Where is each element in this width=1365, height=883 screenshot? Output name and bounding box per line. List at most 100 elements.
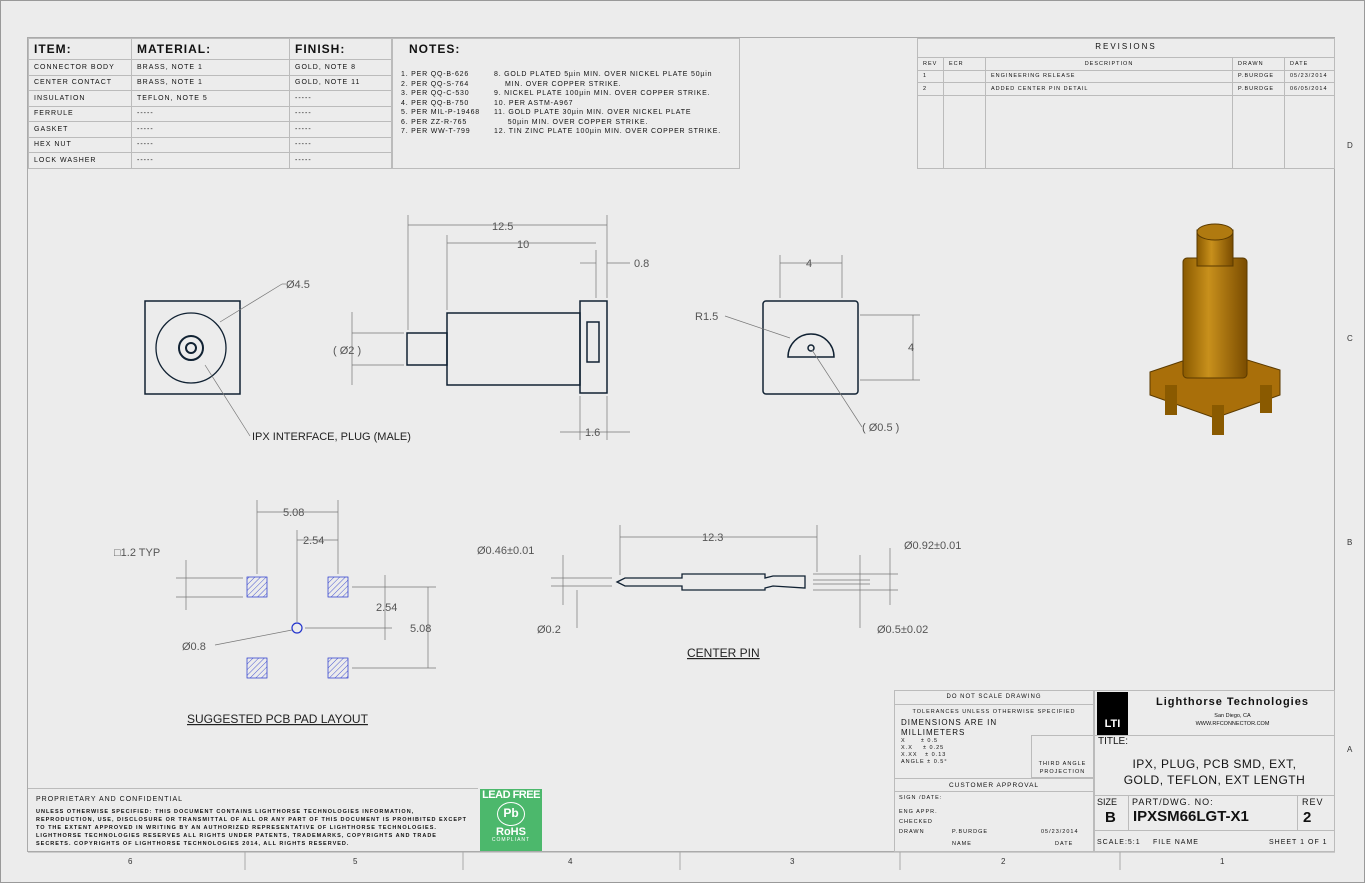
center-pin-label: CENTER PIN	[687, 646, 760, 660]
tolerance-block: DO NOT SCALE DRAWING TOLERANCES UNLESS O…	[894, 690, 1094, 852]
zone-letter: D	[1347, 141, 1353, 150]
bom-cell: -----	[131, 152, 290, 169]
notes-title: NOTES:	[409, 42, 461, 56]
dim-dia-4-5: Ø4.5	[286, 279, 310, 291]
tol-xx: X.X ± 0.25	[901, 745, 945, 751]
note-line: 10. PER ASTM-A967	[494, 99, 574, 107]
dim-12-3: 12.3	[702, 532, 723, 544]
tol-x: X ± 0.5	[901, 738, 939, 744]
drawn-by: P.BURDGE	[952, 829, 989, 835]
third-angle-projection: THIRD ANGLE PROJECTION	[1031, 735, 1094, 778]
note-line: 6. PER ZZ-R-765	[401, 118, 468, 126]
proprietary-title: PROPRIETARY AND CONFIDENTIAL	[36, 796, 184, 803]
revisions-title: REVISIONS	[1095, 42, 1157, 51]
dim-1-6: 1.6	[585, 427, 600, 439]
lead-free-text: LEAD FREE	[482, 789, 540, 801]
note-line: 5. PER MIL-P-19468	[401, 109, 480, 116]
sign-date-label: SIGN /DATE:	[899, 795, 943, 801]
zone-letter: C	[1347, 334, 1353, 343]
company-name: Lighthorse Technologies	[1156, 696, 1309, 708]
connector-3d-render	[1149, 223, 1281, 435]
zone-letter: B	[1347, 538, 1352, 547]
tol-xxx: X.XX ± 0.13	[901, 752, 947, 758]
date-label: DATE	[1055, 841, 1074, 847]
do-not-scale: DO NOT SCALE DRAWING	[895, 691, 1093, 705]
dim-2-54-a: 2.54	[303, 535, 324, 547]
eng-appr-label: ENG APPR.	[899, 809, 938, 815]
company-city: San Diego, CA	[1214, 713, 1251, 719]
note-line: 9. NICKEL PLATE 100µin MIN. OVER COPPER …	[494, 90, 711, 97]
size-value: B	[1105, 809, 1116, 826]
note-line: 11. GOLD PLATE 30µin MIN. OVER NICKEL PL…	[494, 109, 692, 116]
drawn-date: 05/23/2014	[1041, 829, 1079, 835]
dim-5-08-a: 5.08	[283, 507, 304, 519]
front-view-body	[144, 300, 241, 395]
note-line: 50µin MIN. OVER COPPER STRIKE.	[494, 118, 649, 126]
rev-value: 2	[1303, 809, 1312, 826]
dim-4-b: 4	[908, 342, 914, 354]
note-line: 3. PER QQ-C-530	[401, 90, 470, 97]
rev-label: REV	[1302, 797, 1324, 807]
zone-number: 2	[1001, 857, 1006, 866]
note-line: 12. TIN ZINC PLATE 100µin MIN. OVER COPP…	[494, 128, 721, 135]
rohs-text: RoHS	[496, 826, 526, 838]
bom-header: ITEM:	[28, 38, 132, 60]
bom-cell: -----	[289, 152, 392, 169]
pcb-layout-label: SUGGESTED PCB PAD LAYOUT	[187, 712, 369, 726]
bom-header: MATERIAL:	[131, 38, 290, 60]
zone-number: 3	[790, 857, 795, 866]
bom-row: HEX NUT----------	[28, 136, 392, 153]
title-line-2: GOLD, TEFLON, EXT LENGTH	[1123, 773, 1306, 787]
note-line: MIN. OVER COPPER STRIKE.	[494, 80, 622, 88]
dim-dia-0-46: Ø0.46±0.01	[477, 545, 534, 557]
zone-number: 5	[353, 857, 358, 866]
side-view	[406, 300, 608, 394]
bom-row: FERRULE----------	[28, 105, 392, 122]
bottom-view	[762, 300, 859, 395]
size-label: SIZE	[1097, 797, 1118, 807]
note-line: 7. PER WW-T-799	[401, 128, 471, 135]
dimension-lines	[144, 215, 920, 679]
bom-header: FINISH:	[289, 38, 392, 60]
part-label: PART/DWG. NO:	[1132, 797, 1214, 807]
compliant-text: COMPLIANT	[491, 837, 531, 843]
dim-10: 10	[517, 239, 529, 251]
proprietary-block: PROPRIETARY AND CONFIDENTIAL UNLESS OTHE…	[28, 788, 478, 852]
name-label: NAME	[952, 841, 972, 847]
tol-angle: ANGLE ± 0.5°	[901, 759, 948, 765]
sheet-label: SHEET 1 OF 1	[1269, 839, 1328, 846]
drawn-label: DRAWN	[899, 829, 925, 835]
file-name-label: FILE NAME	[1153, 839, 1199, 846]
dim-5-08-b: 5.08	[410, 623, 431, 635]
zone-number: 6	[128, 857, 133, 866]
note-line: 1. PER QQ-B-626	[401, 71, 470, 78]
bom-row: LOCK WASHER----------	[28, 152, 392, 169]
dim-12-5: 12.5	[492, 221, 513, 233]
dim-r1-5: R1.5	[695, 311, 718, 323]
dim-4-a: 4	[806, 258, 812, 270]
company-website: WWW.RFCONNECTOR.COM	[1195, 721, 1270, 727]
customer-approval: CUSTOMER APPROVAL	[895, 778, 1093, 792]
dim-0-8: 0.8	[634, 258, 649, 270]
scale-label: SCALE:5:1	[1097, 839, 1141, 846]
dim-dia-0-92: Ø0.92±0.01	[904, 540, 961, 552]
title-block: LTI Lighthorse Technologies San Diego, C…	[1094, 690, 1335, 852]
rohs-lead-free-badge: LEAD FREE Pb RoHS COMPLIANT	[480, 789, 542, 851]
ipx-interface-label: IPX INTERFACE, PLUG (MALE)	[252, 431, 411, 443]
notes-panel: NOTES: 1. PER QQ-B-626 2. PER QQ-S-764 3. …	[392, 38, 740, 169]
proprietary-text: UNLESS OTHERWISE SPECIFIED: THIS DOCUMEN…	[36, 809, 468, 847]
zone-number: 4	[568, 857, 573, 866]
company-logo: LTI	[1097, 692, 1128, 735]
note-line: 4. PER QQ-B-750	[401, 99, 470, 107]
note-line: 8. GOLD PLATED 5µin MIN. OVER NICKEL PLA…	[494, 71, 713, 78]
note-line: 2. PER QQ-S-764	[401, 80, 470, 88]
zone-number: 1	[1220, 857, 1225, 866]
part-number: IPXSM66LGT-X1	[1133, 808, 1249, 825]
